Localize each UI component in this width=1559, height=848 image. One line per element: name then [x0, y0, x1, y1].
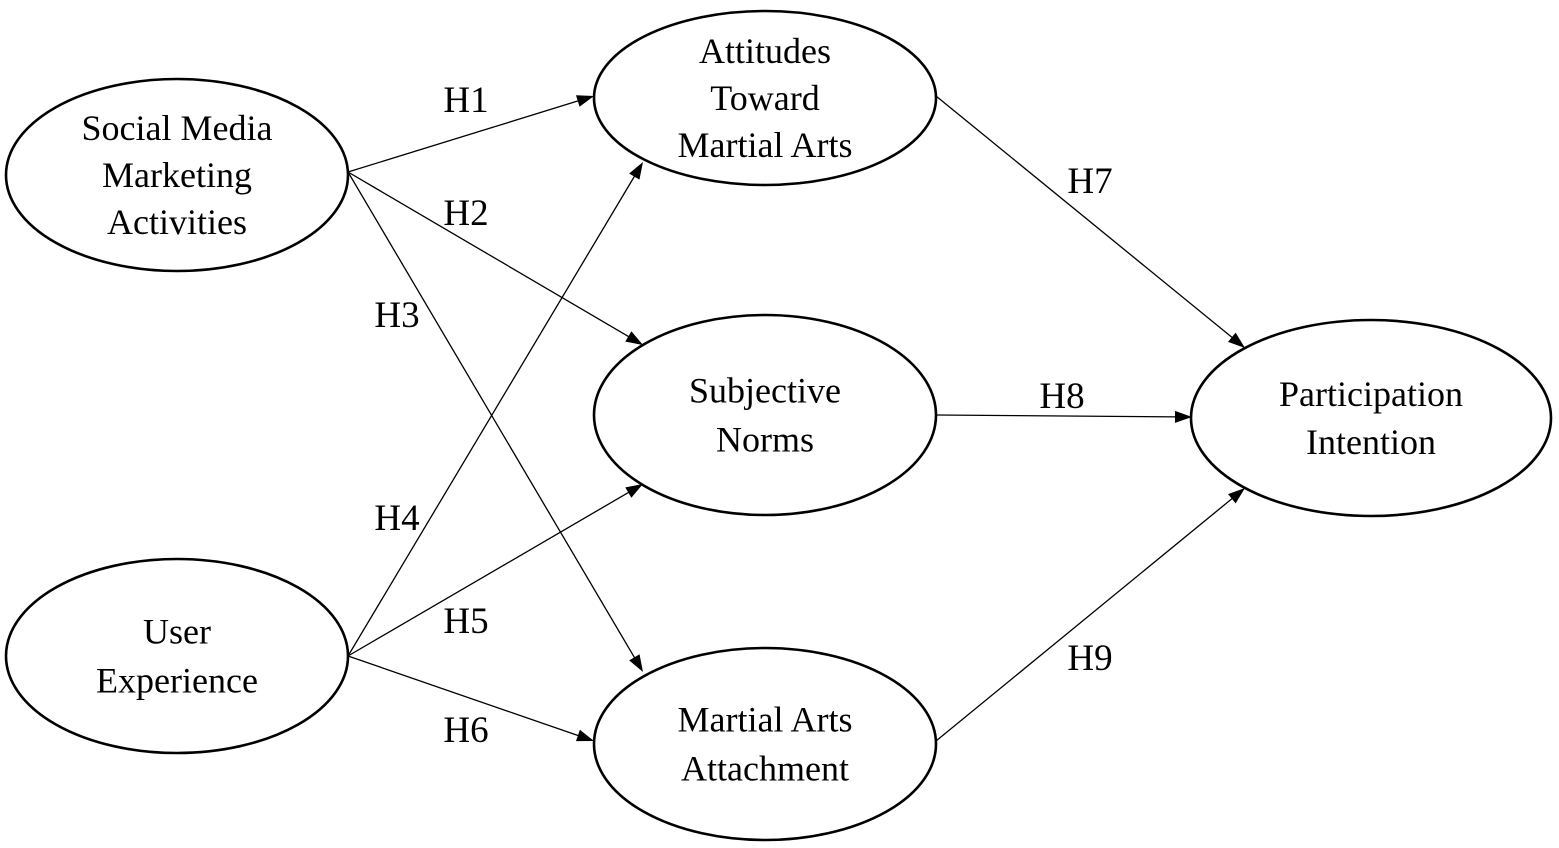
edge-line-h6 [347, 655, 581, 737]
edge-h9 [935, 488, 1245, 742]
node-label-intention-line-2: Intention [1306, 422, 1436, 462]
node-label-attitudes-line-2: Toward [710, 78, 819, 118]
arrowhead-h6 [575, 729, 594, 742]
node-label-smma-line-3: Activities [107, 202, 247, 242]
arrowhead-h8 [1174, 410, 1192, 423]
edge-h8 [935, 410, 1192, 423]
edge-label-h7: H7 [1067, 161, 1112, 202]
node-label-attitudes-line-3: Martial Arts [678, 125, 853, 165]
edge-label-h9: H9 [1067, 638, 1112, 679]
edge-label-h6: H6 [443, 710, 488, 751]
arrowhead-h5 [625, 484, 643, 498]
edges-layer [347, 95, 1245, 742]
edge-label-h8: H8 [1039, 376, 1084, 417]
edge-h4 [347, 162, 643, 657]
node-label-smma-line-2: Marketing [102, 155, 252, 195]
edge-h1 [347, 95, 594, 173]
edge-label-h3: H3 [374, 295, 419, 336]
node-ellipse-attitudes [592, 9, 938, 187]
node-label-norms-line-1: Subjective [689, 371, 841, 411]
node-label-ux-line-1: User [143, 612, 211, 652]
edge-line-h2 [347, 171, 631, 338]
node-ellipse-norms [592, 313, 938, 517]
edge-line-h5 [347, 490, 631, 657]
node-label-attachment-line-2: Attachment [681, 749, 849, 789]
edge-label-h4: H4 [374, 498, 419, 539]
arrowhead-h7 [1228, 332, 1245, 348]
edge-h6 [347, 655, 594, 742]
edge-label-h1: H1 [443, 80, 488, 121]
edge-label-h5: H5 [443, 601, 488, 642]
arrowhead-h9 [1228, 488, 1245, 504]
arrowhead-h2 [625, 331, 643, 345]
edge-line-h9 [935, 496, 1234, 742]
node-label-intention-line-1: Participation [1279, 374, 1463, 414]
edge-h5 [347, 484, 643, 657]
node-label-smma-line-1: Social Media [82, 108, 273, 148]
node-ellipse-ux [4, 557, 350, 755]
node-label-norms-line-2: Norms [716, 420, 814, 460]
edge-h7 [935, 95, 1245, 348]
node-ellipse-intention [1189, 318, 1553, 518]
edge-line-h7 [935, 95, 1234, 340]
arrowhead-h3 [629, 654, 643, 672]
node-label-attachment-line-1: Martial Arts [678, 700, 853, 740]
arrowhead-h1 [575, 95, 594, 107]
node-label-ux-line-2: Experience [96, 661, 258, 701]
edge-h2 [347, 171, 643, 345]
edge-line-h4 [347, 174, 636, 657]
node-label-attitudes-line-1: Attitudes [699, 31, 831, 71]
edge-label-h2: H2 [443, 193, 488, 234]
edge-line-h8 [935, 414, 1178, 418]
node-ellipse-smma [4, 77, 350, 273]
node-ellipse-attachment [592, 646, 938, 842]
edge-line-h1 [347, 99, 580, 173]
arrowhead-h4 [629, 162, 643, 180]
nodes-layer: Social MediaMarketingActivitiesUserExper… [4, 9, 1553, 842]
